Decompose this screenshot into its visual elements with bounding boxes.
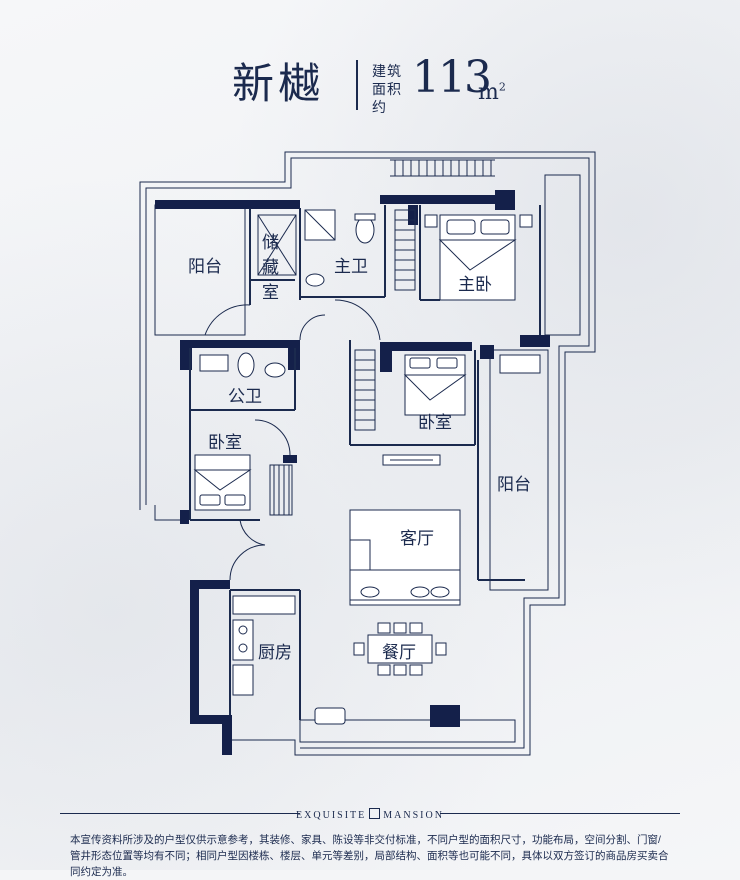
middle-bed-icon bbox=[403, 354, 467, 416]
left-bed-icon bbox=[193, 454, 252, 511]
dining-table-icon bbox=[353, 622, 447, 676]
label-bedroom-middle: 卧室 bbox=[418, 413, 452, 433]
window-slats bbox=[390, 159, 495, 177]
label-dining-room: 餐厅 bbox=[382, 643, 416, 663]
brand-right-text: MANSION bbox=[383, 810, 444, 821]
label-storage-3: 室 bbox=[262, 283, 279, 303]
area-unit-sup: 2 bbox=[498, 80, 506, 94]
sofa-icon bbox=[349, 509, 461, 606]
tv-icon bbox=[382, 454, 441, 466]
bath-fixtures bbox=[199, 209, 541, 378]
wardrobe-hatching bbox=[257, 209, 416, 516]
label-bedroom-left: 卧室 bbox=[208, 433, 242, 453]
label-storage-1: 储 bbox=[262, 233, 279, 253]
unit-name: 新樾 bbox=[232, 59, 325, 108]
disclaimer-text: 本宣传资料所涉及的户型仅供示意参考，其装修、家具、陈设等非交付标准，不同户型的面… bbox=[70, 834, 669, 878]
label-living-room: 客厅 bbox=[400, 529, 434, 549]
area-unit: m2 bbox=[478, 80, 506, 105]
footer-rule-right bbox=[440, 813, 680, 814]
interior-walls bbox=[189, 205, 541, 720]
area-label: 建筑面积约 bbox=[372, 63, 402, 115]
kitchen-fixtures bbox=[232, 595, 346, 725]
brand-mark: EXQUISITE MANSION bbox=[0, 808, 740, 821]
structural-walls bbox=[155, 190, 550, 755]
floor-plan: 阳台 储 藏 室 主卫 主卧 公卫 卧室 卧室 阳台 客厅 厨房 餐厅 bbox=[139, 151, 596, 756]
label-kitchen: 厨房 bbox=[258, 643, 292, 663]
brand-logo-icon bbox=[369, 808, 381, 819]
label-master-bedroom: 主卧 bbox=[458, 275, 492, 295]
balcony-rails bbox=[154, 174, 581, 743]
title-divider bbox=[356, 60, 358, 110]
area-unit-base: m bbox=[478, 80, 499, 105]
label-balcony-top-left: 阳台 bbox=[188, 257, 222, 277]
outline-lines bbox=[139, 151, 596, 756]
label-public-bath: 公卫 bbox=[228, 387, 262, 407]
area-value: 113 bbox=[412, 52, 492, 103]
plan-header: 新樾 建筑面积约 113 m2 bbox=[0, 40, 740, 120]
brand-left-text: EXQUISITE bbox=[296, 810, 367, 821]
door-swings bbox=[204, 299, 381, 581]
footer-rule-left bbox=[60, 813, 300, 814]
label-master-bath: 主卫 bbox=[334, 257, 368, 277]
room-labels: 阳台 储 藏 室 主卫 主卧 公卫 卧室 卧室 阳台 客厅 厨房 餐厅 bbox=[188, 233, 531, 663]
label-storage-2: 藏 bbox=[262, 258, 279, 278]
label-balcony-right: 阳台 bbox=[497, 475, 531, 495]
master-bed-icon bbox=[424, 214, 533, 301]
